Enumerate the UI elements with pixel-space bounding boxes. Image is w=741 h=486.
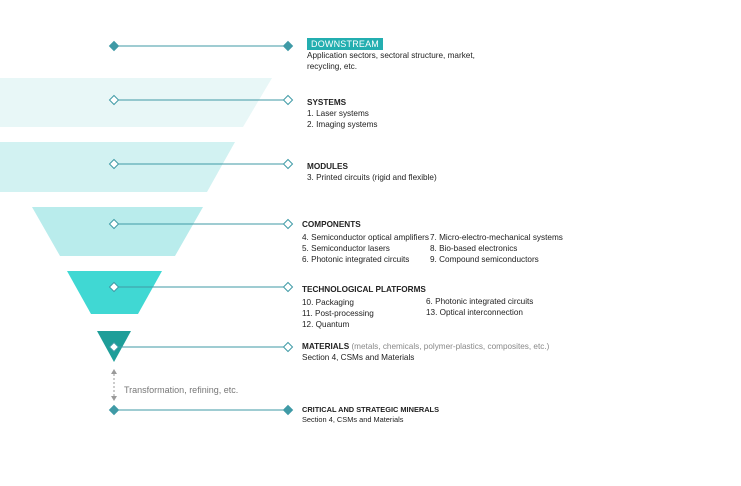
diamond-marker-platforms-right [282,281,294,293]
downstream-desc-line2: recycling, etc. [307,62,358,71]
platforms-col2: 6. Photonic integrated circuits 13. Opti… [426,296,533,318]
transformation-label: Transformation, refining, etc. [124,385,239,395]
diamond-marker-components-right [282,218,294,230]
components-item: 7. Micro-electro-mechanical systems [430,233,563,242]
diamond-marker-minerals-right [282,404,294,416]
systems-item: 1. Laser systems [307,109,369,118]
platforms-title: TECHNOLOGICAL PLATFORMS [302,285,426,294]
components-item: 6. Photonic integrated circuits [302,255,410,264]
modules-block: MODULES 3. Printed circuits (rigid and f… [307,161,437,183]
diamond-marker-downstream-left [108,40,120,52]
materials-block: MATERIALS (metals, chemicals, polymer-pl… [302,341,549,363]
downstream-block: DOWNSTREAM Application sectors, sectoral… [307,38,475,72]
diamond-marker-materials-left [108,341,120,353]
platforms-item: 10. Packaging [302,298,354,307]
components-title-wrap: COMPONENTS [302,219,361,230]
platforms-item: 11. Post-processing [302,309,374,318]
diamond-marker-downstream-right [282,40,294,52]
modules-item: 3. Printed circuits (rigid and flexible) [307,173,437,182]
minerals-title: CRITICAL AND STRATEGIC MINERALS [302,405,439,414]
diamond-marker-modules-right [282,158,294,170]
diamond-marker-components-left [108,218,120,230]
modules-title: MODULES [307,162,348,171]
funnel-tier-platforms [67,271,162,314]
diamond-marker-modules-left [108,158,120,170]
platforms-item: 12. Quantum [302,320,350,329]
diamond-marker-minerals-left [108,404,120,416]
systems-block: SYSTEMS 1. Laser systems 2. Imaging syst… [307,97,378,130]
components-col1: 4. Semiconductor optical amplifiers 5. S… [302,232,429,265]
minerals-desc: Section 4, CSMs and Materials [302,415,404,424]
funnel-tier-systems [0,78,272,127]
components-col2: 7. Micro-electro-mechanical systems 8. B… [430,232,563,265]
funnel-tier-modules [0,142,235,192]
platforms-col1: 10. Packaging 11. Post-processing 12. Qu… [302,297,374,330]
components-item: 5. Semiconductor lasers [302,244,390,253]
minerals-block: CRITICAL AND STRATEGIC MINERALS Section … [302,405,439,425]
platforms-title-wrap: TECHNOLOGICAL PLATFORMS [302,284,426,295]
components-item: 4. Semiconductor optical amplifiers [302,233,429,242]
downstream-desc-line1: Application sectors, sectoral structure,… [307,51,475,60]
materials-subtitle: (metals, chemicals, polymer-plastics, co… [351,342,550,351]
diamond-marker-platforms-left [108,281,120,293]
diamond-marker-systems-left [108,94,120,106]
platforms-item: 6. Photonic integrated circuits [426,297,534,306]
transformation-arrow [111,369,117,401]
components-item: 8. Bio-based electronics [430,244,518,253]
systems-item: 2. Imaging systems [307,120,378,129]
systems-title: SYSTEMS [307,98,347,107]
materials-title: MATERIALS [302,342,350,351]
diamond-marker-systems-right [282,94,294,106]
funnel-tier-components [32,207,203,256]
materials-desc: Section 4, CSMs and Materials [302,353,415,362]
components-title: COMPONENTS [302,220,361,229]
downstream-label: DOWNSTREAM [307,38,383,50]
diamond-marker-materials-right [282,341,294,353]
platforms-item: 13. Optical interconnection [426,308,523,317]
components-item: 9. Compound semiconductors [430,255,539,264]
